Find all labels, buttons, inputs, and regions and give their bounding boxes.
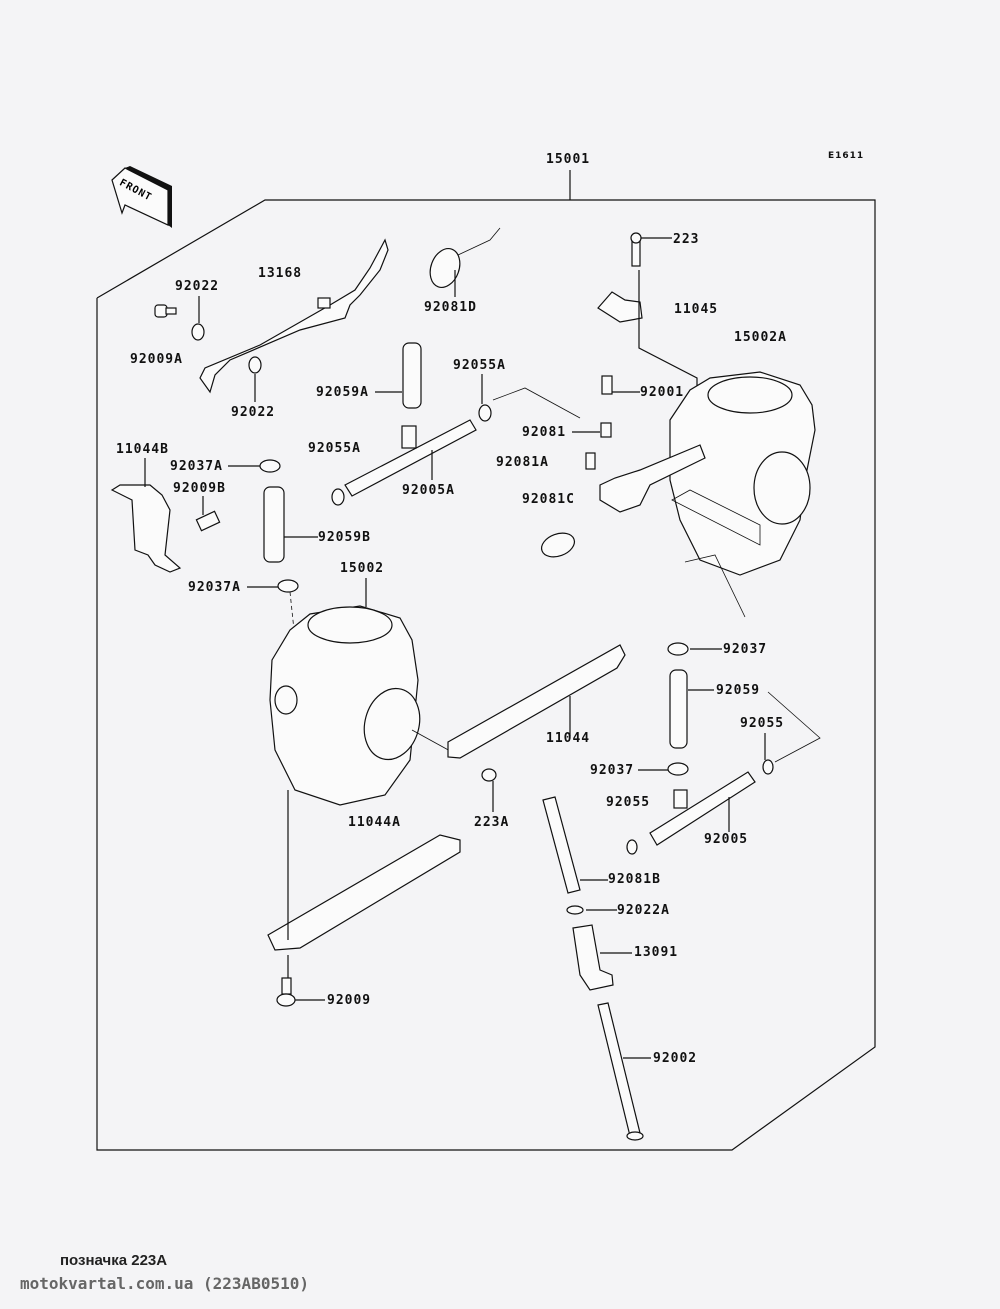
- label-92055-left: 92055: [606, 795, 651, 810]
- screw-92009B: [195, 496, 221, 532]
- o-ring-92055-left: [626, 839, 638, 855]
- diagram-code: E1611: [828, 151, 865, 161]
- plate-11044A: [267, 790, 461, 978]
- label-92005A: 92005A: [402, 483, 455, 498]
- label-92081D: 92081D: [424, 300, 477, 315]
- fitting-92005A: [344, 419, 477, 497]
- label-92081A: 92081A: [496, 455, 549, 470]
- o-ring-92055A-left: [331, 488, 345, 506]
- carburetor-15002: [269, 578, 421, 806]
- label-92081: 92081: [522, 425, 567, 440]
- label-15001: 15001: [546, 152, 591, 167]
- label-92001: 92001: [640, 385, 685, 400]
- label-92081C: 92081C: [522, 492, 575, 507]
- screw-223A: [481, 768, 497, 812]
- spring-92081B: [542, 796, 608, 894]
- spring-92081A: [585, 452, 596, 470]
- clip-92037A-bottom: [277, 579, 299, 593]
- label-92055A-top: 92055A: [453, 358, 506, 373]
- assembly-frame: [96, 199, 876, 1151]
- spring-92081: [600, 422, 612, 438]
- o-ring-92055-right: [762, 759, 774, 775]
- bracket-11045: [597, 291, 643, 323]
- label-92002: 92002: [653, 1051, 698, 1066]
- screw-92009: [276, 977, 325, 1007]
- label-13091: 13091: [634, 945, 679, 960]
- label-92009A: 92009A: [130, 352, 183, 367]
- screw-92009A: [154, 304, 177, 318]
- label-92059A: 92059A: [316, 385, 369, 400]
- label-92022-top: 92022: [175, 279, 220, 294]
- rail-11044: [447, 644, 626, 759]
- fitting-92005: [649, 771, 756, 846]
- footer-caption: позначка 223A: [60, 1252, 168, 1269]
- screw-223: [630, 232, 672, 267]
- label-11044B: 11044B: [116, 442, 169, 457]
- washer-92022A: [566, 905, 584, 915]
- label-92081B: 92081B: [608, 872, 661, 887]
- lever-92081C: [599, 444, 706, 513]
- footer-watermark: motokvartal.com.ua (223AB0510): [20, 1274, 309, 1293]
- washer-92022-top: [191, 323, 205, 341]
- label-15002A: 15002A: [734, 330, 787, 345]
- label-92055-right: 92055: [740, 716, 785, 731]
- carburetor-15002A: [669, 371, 816, 576]
- o-ring-92055A-top: [478, 404, 492, 422]
- screw-92002: [597, 1002, 651, 1141]
- clip-92037-top: [667, 642, 689, 656]
- label-11045: 11045: [674, 302, 719, 317]
- label-11044: 11044: [546, 731, 591, 746]
- label-92022A: 92022A: [617, 903, 670, 918]
- label-92037A-top: 92037A: [170, 459, 223, 474]
- hose-92059: [669, 669, 714, 749]
- washer-92022-bottom: [248, 356, 262, 374]
- label-223A: 223A: [474, 815, 510, 830]
- label-92055A-left: 92055A: [308, 441, 361, 456]
- label-92022-bottom: 92022: [231, 405, 276, 420]
- spring-92081D: [429, 227, 501, 297]
- label-223: 223: [673, 232, 700, 247]
- label-92009: 92009: [327, 993, 372, 1008]
- label-92037A-bottom: 92037A: [188, 580, 241, 595]
- screw-92001: [601, 375, 640, 395]
- label-15002: 15002: [340, 561, 385, 576]
- label-13168: 13168: [258, 266, 303, 281]
- hose-92059B: [263, 486, 318, 563]
- bracket-11044B: [110, 458, 182, 573]
- needle-holder-13091: [572, 924, 632, 991]
- front-arrow-icon: [111, 166, 172, 228]
- hose-92059A: [375, 342, 422, 409]
- label-92059B: 92059B: [318, 530, 371, 545]
- clip-92037-bottom: [667, 762, 689, 776]
- label-92005: 92005: [704, 832, 749, 847]
- bracket-13168: [199, 238, 389, 394]
- label-11044A: 11044A: [348, 815, 401, 830]
- label-92037-top: 92037: [723, 642, 768, 657]
- clip-92037A-top: [259, 459, 281, 473]
- label-92009B: 92009B: [173, 481, 226, 496]
- spring-large: [540, 532, 576, 558]
- label-92059: 92059: [716, 683, 761, 698]
- label-92037-bottom: 92037: [590, 763, 635, 778]
